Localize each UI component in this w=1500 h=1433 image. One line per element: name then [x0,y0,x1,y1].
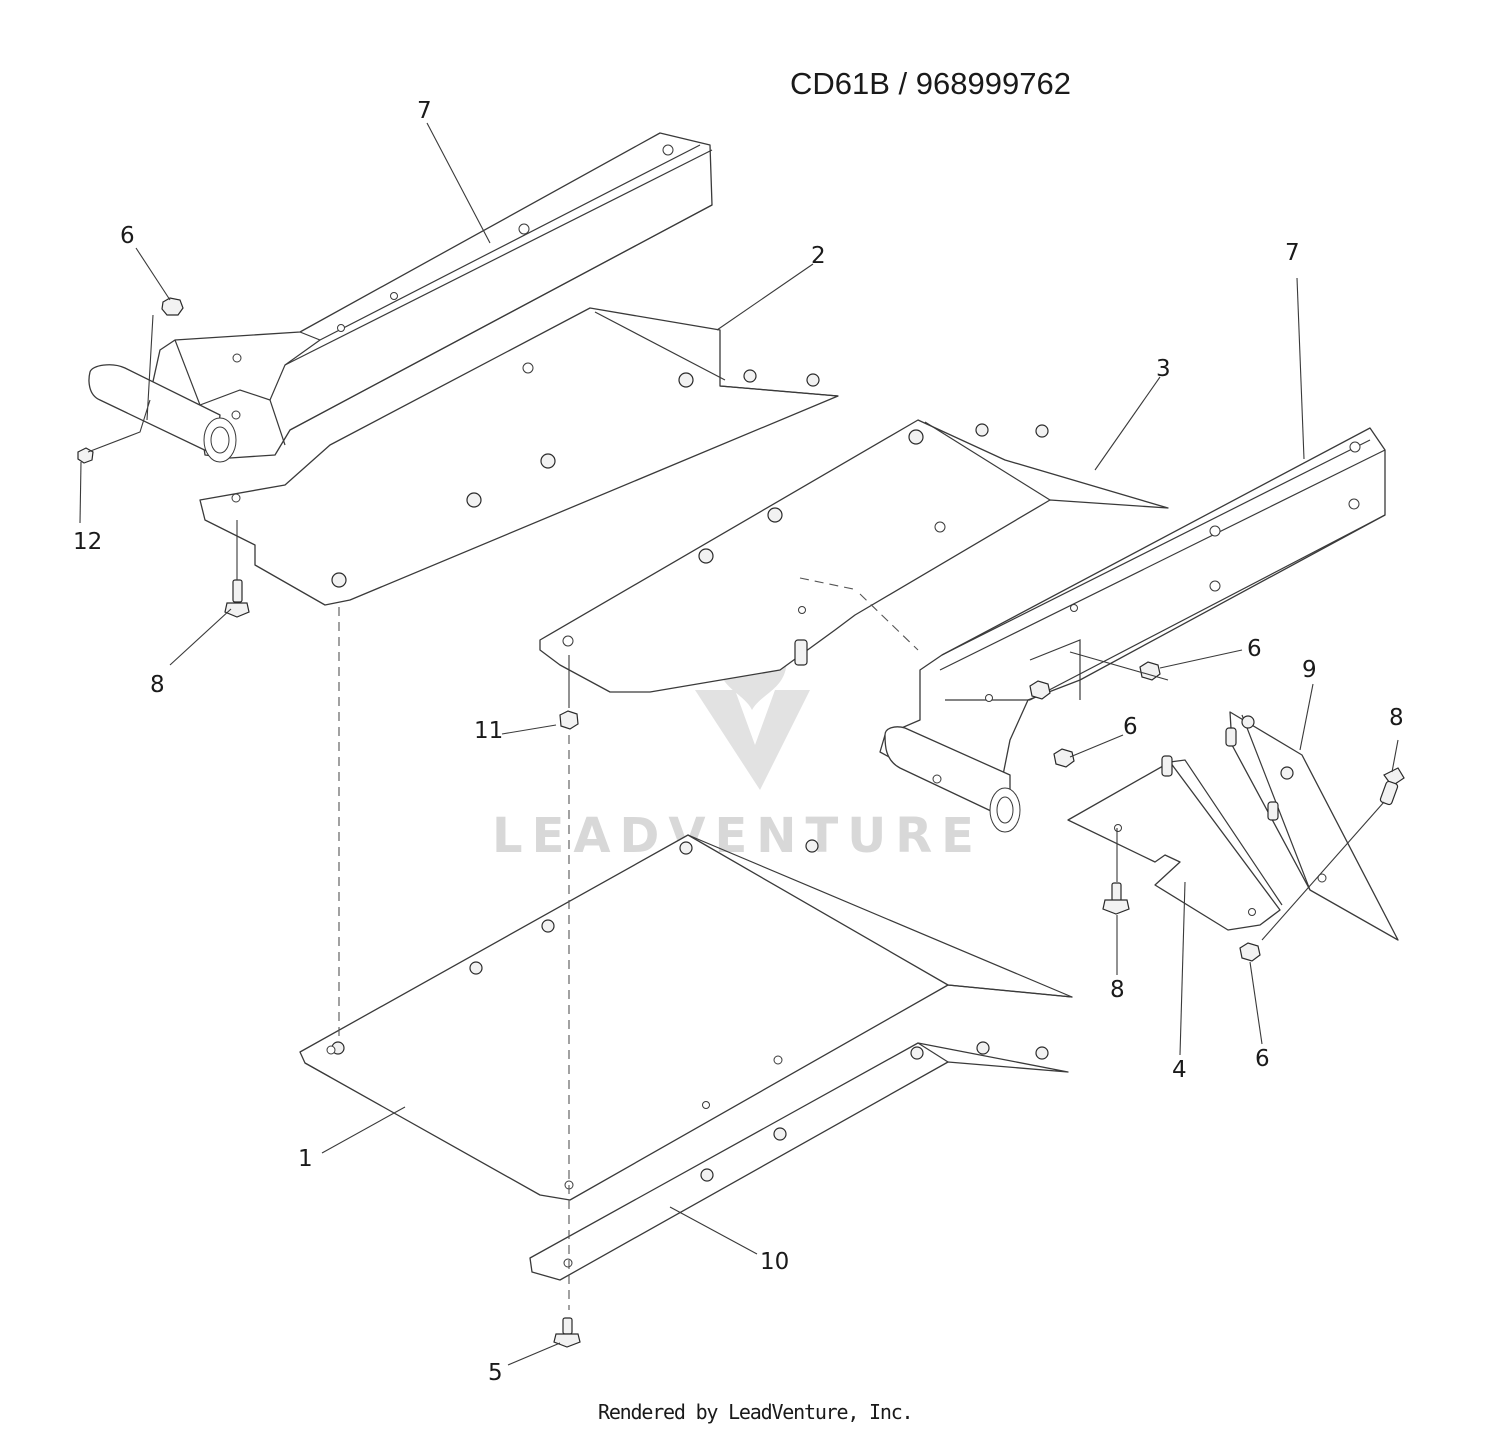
nut-11 [559,710,579,730]
callout-5: 5 [488,1360,503,1386]
nut-6-right-mid [1029,680,1051,700]
callout-labels: 7 6 2 7 3 12 8 6 9 8 11 6 8 6 4 1 10 5 [73,98,1404,1386]
footer-credit: Rendered by LeadVenture, Inc. [598,1400,914,1424]
callout-11: 11 [474,718,503,744]
callout-6-top-left: 6 [120,223,135,249]
callout-6-right-upper: 6 [1247,636,1262,662]
part-4-bracket [1067,755,1283,931]
part-2-upper-plate [199,307,839,606]
part-9-bracket-plate [1225,711,1399,941]
diagram-title: CD61B / 968999762 [790,66,1071,101]
leader-lines [79,122,1399,1366]
callout-8-right: 8 [1389,705,1404,731]
callout-1: 1 [298,1146,313,1172]
watermark-text: LEADVENTURE [492,808,983,864]
callout-9: 9 [1302,657,1317,683]
assembly-lines [236,520,1385,1310]
fitting-12 [77,447,94,464]
callout-10: 10 [760,1249,789,1275]
nut-6-top-left [161,297,184,316]
leadventure-watermark: LEADVENTURE [492,585,983,864]
callout-8-middle: 8 [1110,977,1125,1003]
bolt-8-middle [1102,882,1130,915]
watermark-v-icon [695,690,810,790]
callout-7-right: 7 [1285,240,1300,266]
nut-6-right-lower [1053,748,1075,768]
callout-2: 2 [811,243,826,269]
nut-6-right-upper [1139,661,1161,681]
callout-6-bottom-right: 6 [1255,1046,1270,1072]
callout-4: 4 [1172,1057,1187,1083]
part-10-front-bar [529,1041,1069,1281]
callout-3: 3 [1156,356,1171,382]
bolt-8-right [1379,767,1405,806]
callout-6-right-mid: 6 [1123,714,1138,740]
callout-8-left: 8 [150,672,165,698]
bolt-8-left [224,579,250,618]
part-3-middle-plate [539,419,1169,693]
part-7-right-frame-rail [879,427,1386,833]
part-7-left-frame-rail [88,132,713,463]
callout-12: 12 [73,529,102,555]
nut-6-bottom-right [1239,942,1261,962]
bolt-5 [553,1317,581,1348]
callout-7-left: 7 [417,98,432,124]
part-1-lower-plate [299,834,1073,1201]
hardware [77,297,1405,1348]
